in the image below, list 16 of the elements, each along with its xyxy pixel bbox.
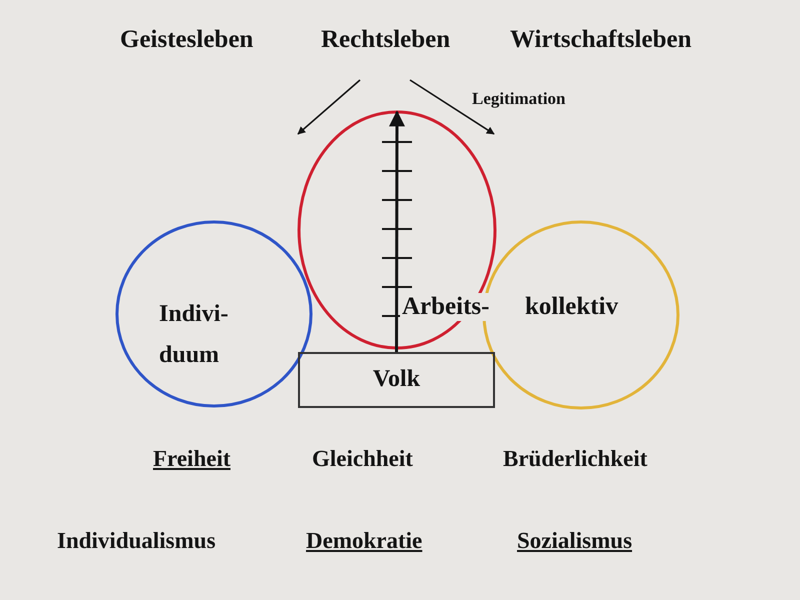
node-label: Indivi- duum xyxy=(159,300,230,370)
term-label: Demokratie xyxy=(306,528,422,554)
arrow xyxy=(297,79,361,135)
volk-box: Volk xyxy=(298,352,495,408)
edge-label: Legitimation xyxy=(472,90,566,109)
arrow xyxy=(410,79,495,135)
node-label: Rechtsleben xyxy=(321,26,450,54)
node-label: kollektiv xyxy=(525,293,618,320)
term-label: Individualismus xyxy=(57,528,216,554)
term-label: Sozialismus xyxy=(517,528,632,554)
heading-text: Wirtschaftsleben xyxy=(510,26,692,54)
node-label: Arbeits- xyxy=(400,293,492,320)
term-label: Gleichheit xyxy=(312,446,413,472)
term-label: Freiheit xyxy=(153,446,230,472)
term-label: Brüderlichkeit xyxy=(503,446,648,472)
heading-text: Geistesleben xyxy=(120,26,254,54)
